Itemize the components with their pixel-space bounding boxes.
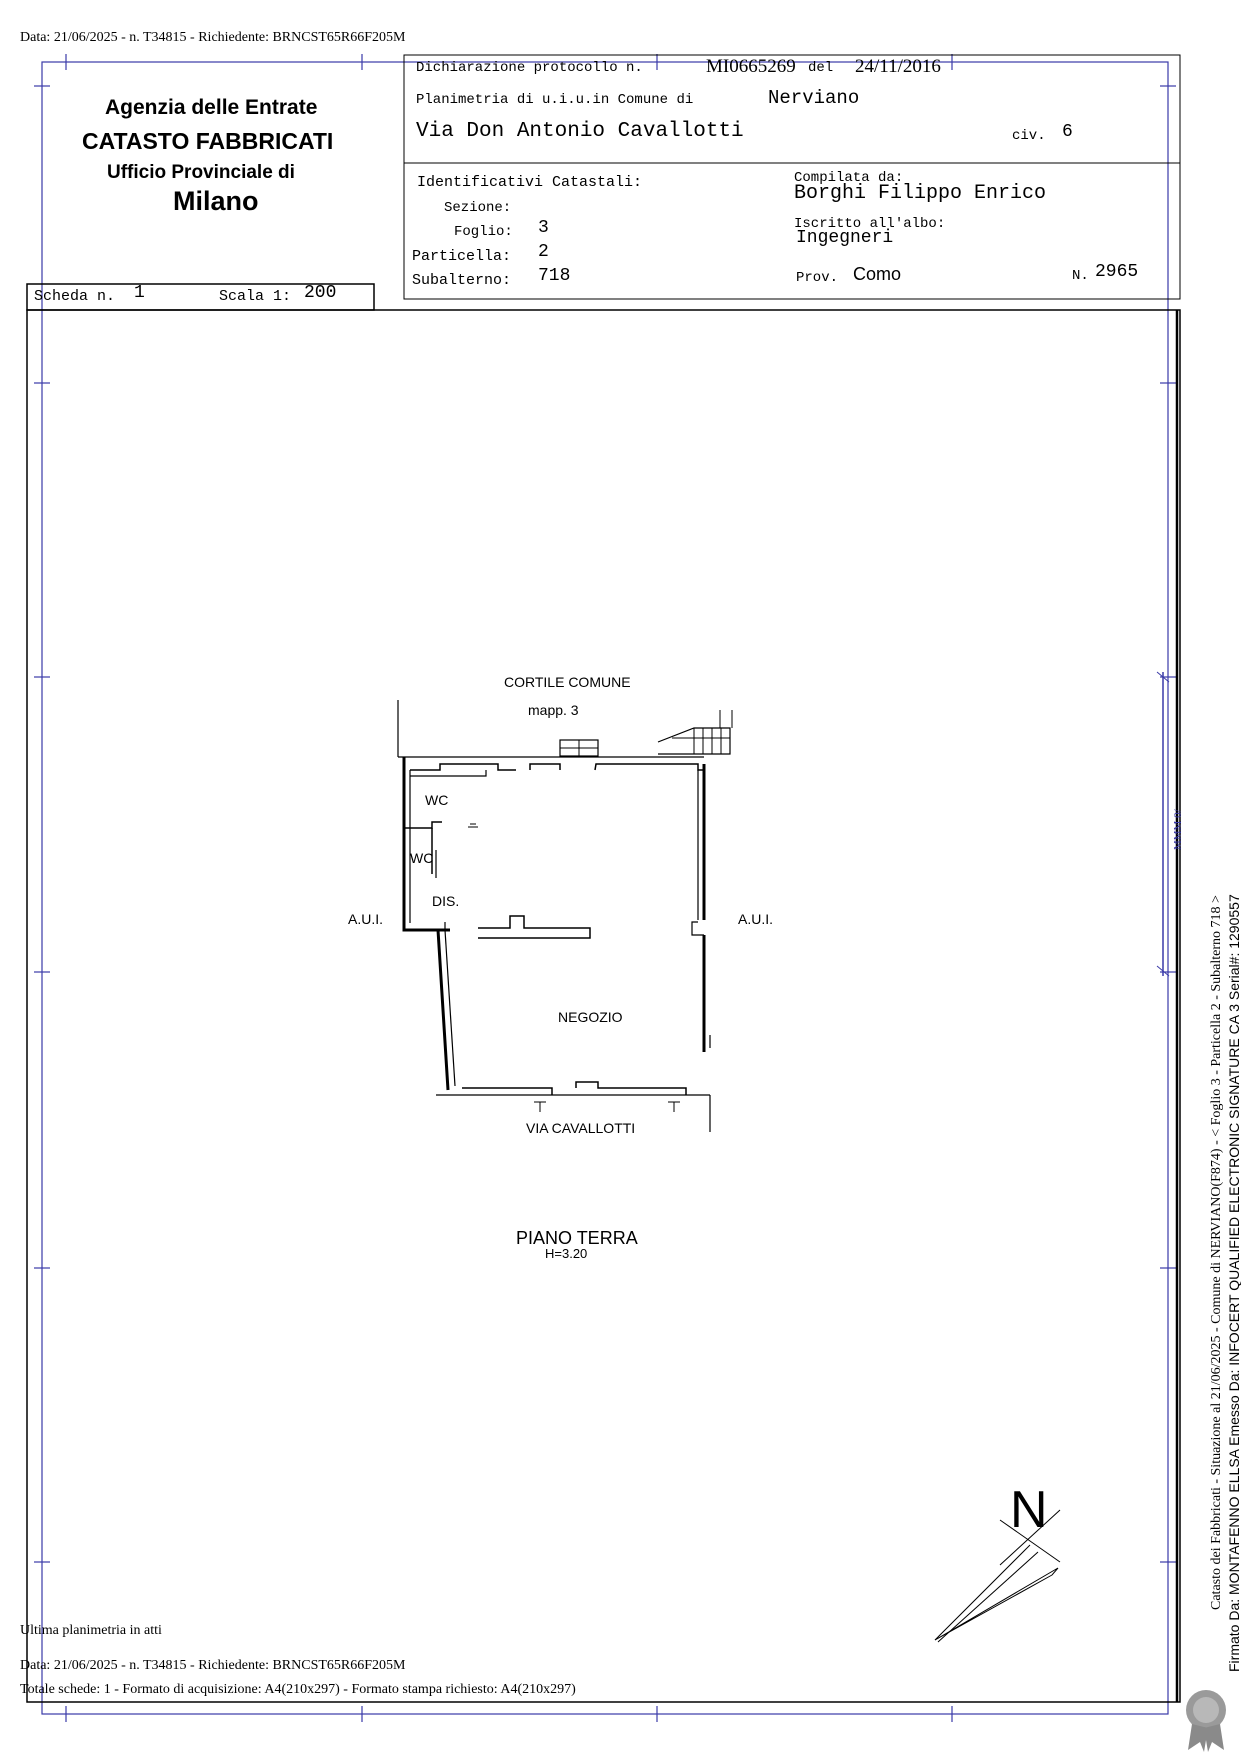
left-ticks [34, 85, 50, 1563]
identifiers-box [403, 162, 1181, 300]
piano-label: PIANO TERRA [516, 1228, 638, 1248]
province-name: Milano [173, 186, 259, 216]
scheda-label: Scheda n. [34, 288, 116, 305]
aui-left-label: A.U.I. [348, 911, 384, 927]
compiler-name: Borghi Filippo Enrico [794, 182, 1047, 205]
declaration-date: 24/11/2016 [855, 56, 941, 77]
side-text-line1: Catasto dei Fabbricati - Situazione al 2… [1209, 895, 1224, 1610]
albo-label: Iscritto all'albo: [794, 216, 946, 232]
wc-label-1: WC [425, 792, 449, 808]
blue-stamp-text: MMM 0/ [1172, 809, 1184, 850]
right-ticks [1160, 85, 1176, 1563]
seal-icon [1186, 1690, 1226, 1752]
civ-number: 6 [1062, 122, 1073, 142]
albo-value: Ingegneri [796, 228, 894, 248]
blue-border [41, 61, 1169, 1715]
footer-totale: Totale schede: 1 - Formato di acquisizio… [20, 1682, 576, 1697]
catasto-title: CATASTO FABBRICATI [82, 128, 334, 154]
sezione-label: Sezione: [444, 200, 512, 216]
aui-right-label: A.U.I. [738, 911, 774, 927]
declaration-label: Dichiarazione protocollo n. [416, 60, 643, 76]
agency-name: Agenzia delle Entrate [105, 96, 318, 119]
address: Via Don Antonio Cavallotti [416, 120, 744, 143]
drawing-box [26, 309, 1181, 1703]
subalterno-value: 718 [538, 266, 571, 286]
footer-data-line: Data: 21/06/2025 - n. T34815 - Richieden… [20, 1658, 406, 1673]
del-label: del [808, 60, 834, 76]
foglio-label: Foglio: [454, 224, 513, 240]
n-value: 2965 [1095, 262, 1139, 282]
bottom-ticks [65, 1706, 953, 1722]
scala-label: Scala 1: [219, 288, 292, 305]
ufficio-label: Ufficio Provinciale di [107, 162, 295, 183]
scala-value: 200 [304, 283, 337, 303]
comune-name: Nerviano [768, 87, 860, 109]
floor-plan [397, 700, 733, 1132]
particella-label: Particella: [412, 248, 512, 265]
civ-label: civ. [1012, 128, 1046, 144]
north-label: N [1010, 1481, 1048, 1539]
north-arrow [934, 1509, 1061, 1643]
protocol-number: MI0665269 [706, 56, 796, 77]
scheda-value: 1 [134, 283, 145, 303]
foglio-value: 3 [538, 218, 549, 238]
wc-label-2: WC [410, 850, 434, 866]
dis-label: DIS. [432, 893, 460, 909]
ultima-planimetria: Ultima planimetria in atti [20, 1623, 162, 1638]
planimetry-label: Planimetria di u.i.u.in Comune di [416, 92, 694, 108]
header-line: Data: 21/06/2025 - n. T34815 - Richieden… [20, 30, 406, 45]
identifiers-title: Identificativi Catastali: [417, 174, 643, 191]
compiler-label: Compilata da: [794, 170, 904, 186]
particella-value: 2 [538, 242, 549, 262]
cortile-label: CORTILE COMUNE [504, 674, 631, 690]
negozio-label: NEGOZIO [558, 1009, 623, 1025]
height-label: H=3.20 [545, 1246, 588, 1261]
subalterno-label: Subalterno: [412, 272, 512, 289]
n-label: N. [1072, 268, 1089, 284]
side-text-line2: Firmato Da: MONTAFENNO ELLSA Emesso Da: … [1226, 894, 1241, 1672]
mapp-label: mapp. 3 [528, 702, 579, 718]
top-ticks [65, 54, 953, 70]
via-label: VIA CAVALLOTTI [526, 1120, 636, 1136]
prov-value: Como [853, 264, 902, 284]
prov-label: Prov. [796, 270, 839, 286]
